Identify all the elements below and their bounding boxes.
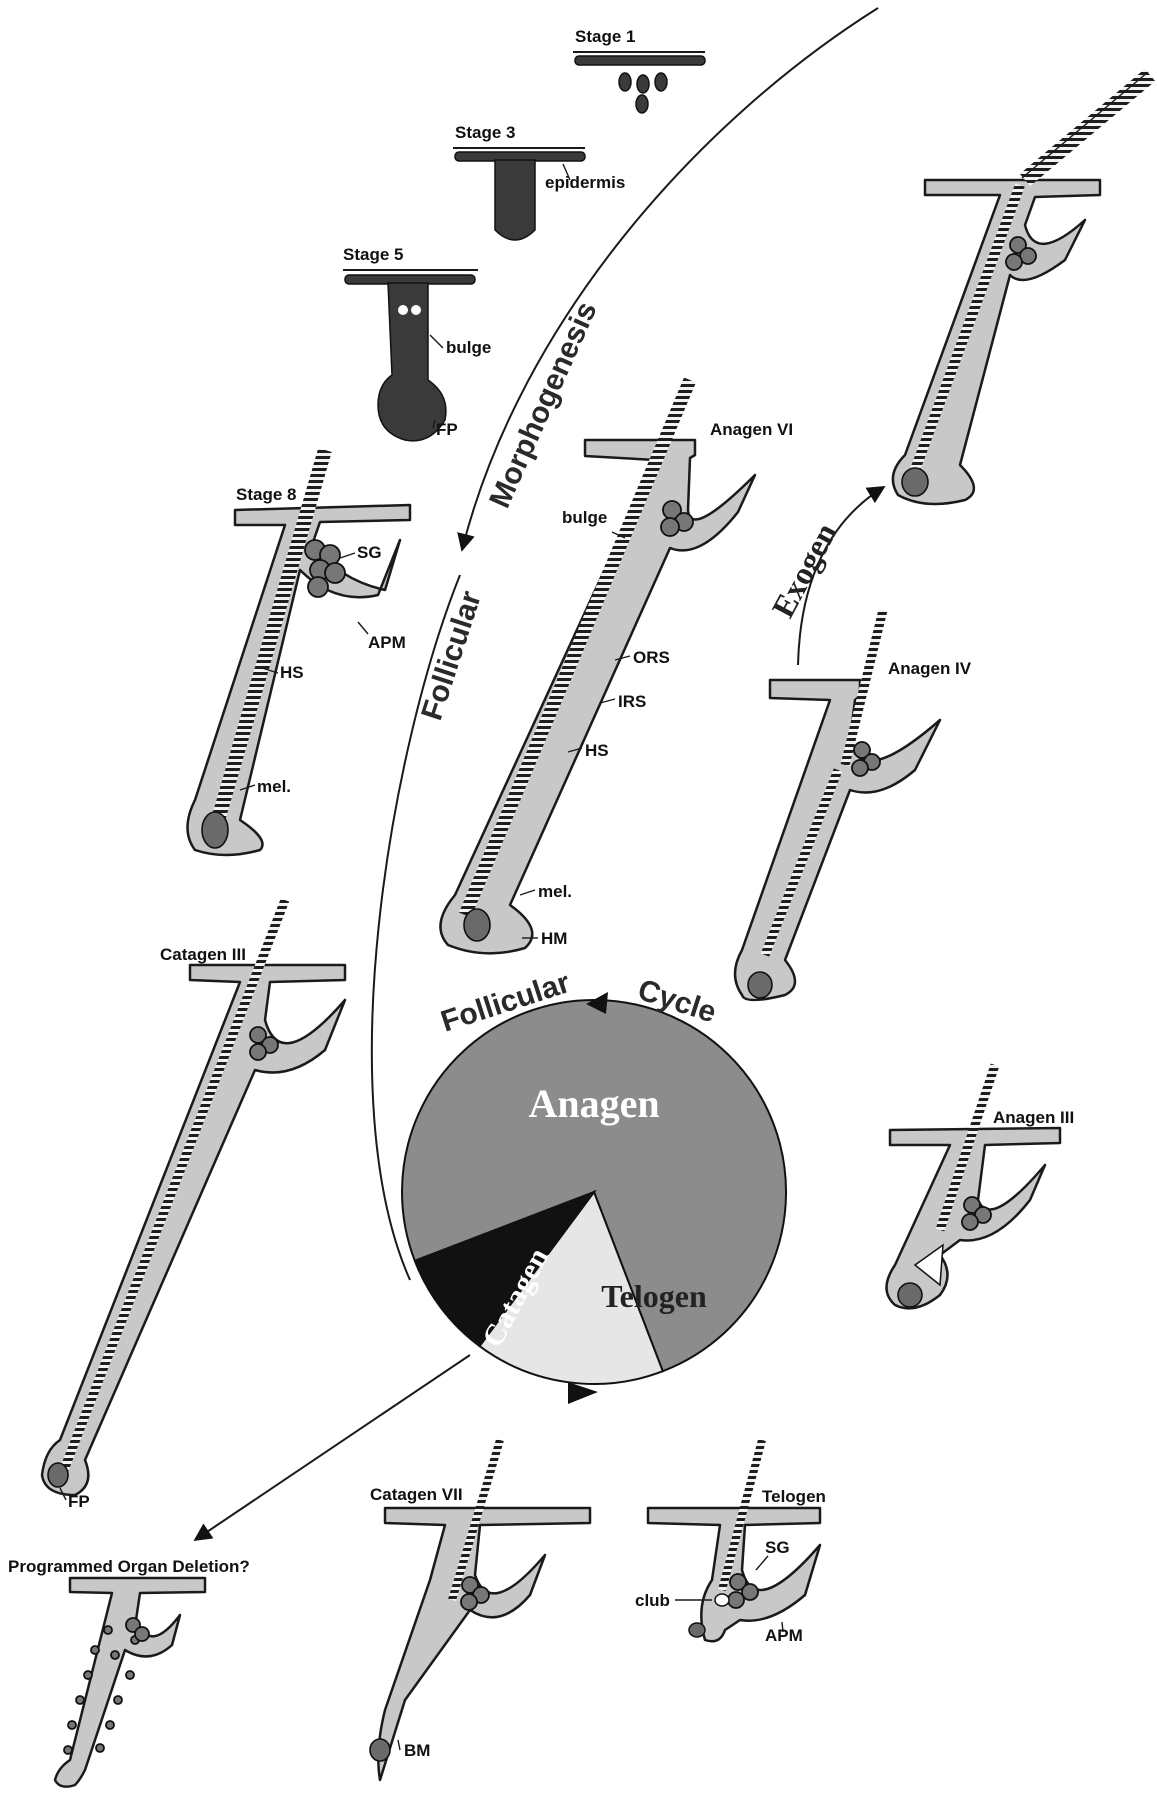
stage-8-mel-label: mel. bbox=[257, 777, 291, 796]
hm-label: HM bbox=[541, 929, 567, 948]
anagen-iii-label: Anagen III bbox=[993, 1108, 1074, 1127]
stage-3-label: Stage 3 bbox=[455, 123, 515, 142]
telogen-apm-label: APM bbox=[765, 1626, 803, 1645]
stage-5-label: Stage 5 bbox=[343, 245, 403, 264]
telogen-panel: Telogen SG club APM bbox=[635, 1438, 826, 1645]
stage-8-label: Stage 8 bbox=[236, 485, 296, 504]
anagen-vi-bulge-label: bulge bbox=[562, 508, 607, 527]
programmed-organ-deletion-panel: Programmed Organ Deletion? bbox=[8, 1557, 250, 1788]
stage-8-panel: Stage 8 SG APM HS mel. bbox=[186, 448, 412, 857]
catagen-iii-fp-label: FP bbox=[68, 1492, 90, 1511]
anagen-vi-panel: Anagen VI bulge ORS IRS HS mel. HM bbox=[439, 377, 793, 955]
catagen-iii-sebaceous-gland bbox=[249, 1026, 279, 1061]
stage-8-hs-label: HS bbox=[280, 663, 304, 682]
stage-1-placode-cells bbox=[618, 72, 668, 114]
stage-5-panel: Stage 5 bulge FP bbox=[343, 245, 491, 442]
stage-3-panel: Stage 3 epidermis bbox=[453, 123, 625, 241]
morphogenesis-label: Morphogenesis bbox=[483, 297, 603, 513]
telogen-follicle-label: Telogen bbox=[762, 1487, 826, 1506]
stage-8-sg-label: SG bbox=[357, 543, 382, 562]
exogen-sebaceous-gland bbox=[1005, 236, 1037, 271]
deletion-arrow bbox=[193, 1354, 471, 1542]
exogen-label: Exogen bbox=[764, 517, 843, 624]
anagen-vi-label: Anagen VI bbox=[710, 420, 793, 439]
pie-slice-anagen bbox=[401, 999, 788, 1373]
telogen-sg-label: SG bbox=[765, 1538, 790, 1557]
stage-1-panel: Stage 1 bbox=[573, 27, 706, 114]
follicular-morphogenesis-label: Follicular bbox=[415, 587, 488, 724]
bm-label: BM bbox=[404, 1741, 430, 1760]
morphogenesis-arrow bbox=[370, 7, 879, 1281]
anagen-iv-panel: Anagen IV bbox=[733, 608, 972, 1002]
anagen-vi-mel-label: mel. bbox=[538, 882, 572, 901]
pod-sebaceous-gland bbox=[125, 1617, 150, 1642]
apoptotic-bodies bbox=[63, 1625, 140, 1755]
exogen-follicle-panel bbox=[891, 68, 1156, 506]
exogen-arrow bbox=[797, 486, 886, 666]
programmed-organ-deletion-label: Programmed Organ Deletion? bbox=[8, 1557, 250, 1576]
pie-label-telogen: Telogen bbox=[601, 1278, 707, 1314]
anagen-vi-hs-label: HS bbox=[585, 741, 609, 760]
catagen-vii-label: Catagen VII bbox=[370, 1485, 463, 1504]
club-label: club bbox=[635, 1591, 670, 1610]
stage-5-fp-label: FP bbox=[436, 420, 458, 439]
stage-8-apm-label: APM bbox=[368, 633, 406, 652]
anagen-iii-sebaceous-gland bbox=[961, 1196, 992, 1231]
catagen-iii-panel: Catagen III FP bbox=[40, 898, 347, 1511]
catagen-vii-sebaceous-gland bbox=[460, 1576, 490, 1611]
pie-label-anagen: Anagen bbox=[528, 1081, 659, 1126]
stage-1-label: Stage 1 bbox=[575, 27, 635, 46]
irs-label: IRS bbox=[618, 692, 646, 711]
anagen-iii-panel: Anagen III bbox=[885, 1063, 1074, 1310]
stage-5-bulge-label: bulge bbox=[446, 338, 491, 357]
cycle-bottom-arrowhead bbox=[568, 1382, 598, 1404]
stage-8-sebaceous-gland bbox=[304, 539, 346, 598]
catagen-vii-panel: Catagen VII BM bbox=[369, 1438, 592, 1782]
pie-slice-catagen bbox=[413, 1189, 597, 1348]
ors-label: ORS bbox=[633, 648, 670, 667]
anagen-vi-sebaceous-gland bbox=[660, 500, 694, 537]
pie-slice-telogen bbox=[478, 1189, 665, 1385]
anagen-iv-label: Anagen IV bbox=[888, 659, 972, 678]
cycle-top-arrowhead bbox=[586, 992, 608, 1014]
anagen-iv-sebaceous-gland bbox=[851, 741, 881, 777]
catagen-iii-label: Catagen III bbox=[160, 945, 246, 964]
epidermis-label: epidermis bbox=[545, 173, 625, 192]
